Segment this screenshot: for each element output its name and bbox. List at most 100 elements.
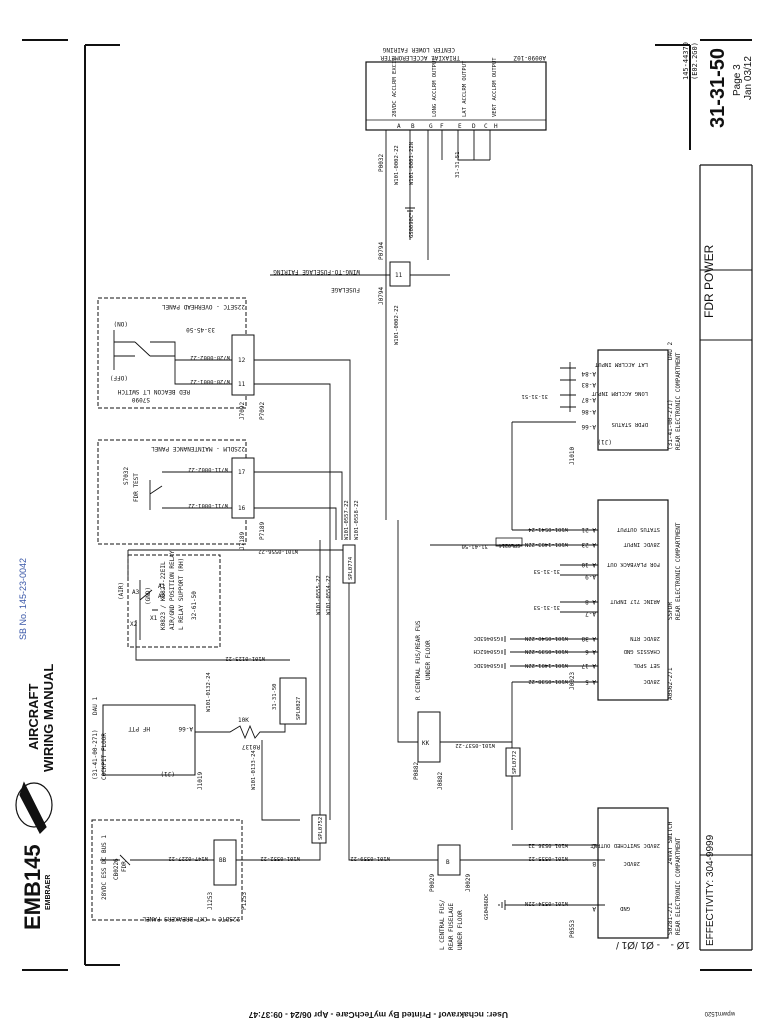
doc-code-2: (E02.2G0) bbox=[691, 42, 699, 80]
accel-ref: 31-31-51 bbox=[455, 152, 461, 179]
cockpit-dau: DAU 1 (31-41-00-271) COCKPIT FLOOR HF PT… bbox=[92, 672, 307, 821]
dau2-row-1-label: LAT ACCLRM INPUT bbox=[594, 361, 648, 367]
accel-pin-f: F bbox=[440, 123, 444, 130]
ssfdr-row-7-ground: GS0463DC bbox=[474, 635, 501, 641]
maintenance-conn-j: J7189 bbox=[239, 532, 246, 550]
relay-wire: W101-0123-22 bbox=[225, 655, 265, 661]
overhead-ref: 33-45-50 bbox=[186, 326, 215, 333]
accel-connector: P0032 bbox=[378, 154, 385, 172]
accel-pin-g: G bbox=[429, 123, 433, 130]
brand-logo-text: EMB145 bbox=[20, 844, 45, 930]
dau2-row-2-pin: A-83 bbox=[581, 381, 596, 388]
dau2-row-1-pin: A-84 bbox=[581, 370, 596, 377]
cockpit-title: (31-41-00-271) bbox=[92, 729, 99, 780]
accel-title: TRIAXIAL ACCELEROMETER bbox=[380, 54, 460, 61]
breakers-splice: SPL0752 bbox=[318, 817, 324, 840]
breakers-bus: 28VDC ESS DC BUS 1 bbox=[101, 835, 108, 900]
ssfdr-row-8-label: CHASSIS GND bbox=[624, 648, 660, 654]
ssfdr-row-7-pin: A-38 bbox=[581, 635, 596, 642]
dau2-row-3-label: LONG ACCLRM INPUT bbox=[591, 390, 648, 396]
accel-signal-3: LAT ACCLRM OUTPUT bbox=[462, 60, 468, 117]
maintenance-panel: 22SDLM - MAINTENANCE PANEL S7032 FDR TES… bbox=[97, 439, 343, 550]
accel-part: A0090-10Z bbox=[513, 54, 546, 61]
dau2-row-5-label: DFDR STATUS bbox=[612, 421, 648, 427]
ssfdr-row-4-pin: A-9 bbox=[585, 573, 596, 580]
overhead-switch-id: S7090 bbox=[132, 396, 150, 403]
accel-ground: GS0090C bbox=[409, 215, 415, 238]
central-label-2: UNDER FLOOR bbox=[425, 640, 432, 680]
ssfdr-unit: SSFDR A0562-271 REAR ELECTRONIC COMPARTM… bbox=[430, 499, 682, 830]
effectivity: EFFECTIVITY: 304-9999 bbox=[705, 834, 716, 946]
chapter-number: 31-31-50 bbox=[707, 48, 729, 128]
cockpit-wire-1: W101-0132-24 bbox=[206, 672, 212, 712]
ssfdr-row-5-ref: 31-31-53 bbox=[534, 604, 561, 610]
ssfdr-title: SSFDR bbox=[667, 602, 674, 620]
dau2-row-5-pin: A-66 bbox=[581, 423, 596, 430]
overhead-panel: 22SETC - OVERHEAD PANEL 33-45-50 RED BEA… bbox=[97, 297, 351, 540]
hswitch-row-3-pin: A bbox=[592, 905, 596, 912]
accel-pin-h: H bbox=[494, 123, 498, 130]
breakers-wire-2: W101-0552-22 bbox=[260, 855, 300, 861]
ssfdr-row-9-pin: A-17 bbox=[581, 662, 596, 669]
ssfdr-row-2-wire: W101-1403-22N bbox=[525, 541, 568, 547]
ssfdr-row-10-wire: W101-0538-22 bbox=[528, 678, 568, 684]
trunk-wire-3: W101-0556-22 bbox=[258, 548, 298, 554]
dau2-part: (31-41-00-271) bbox=[667, 399, 674, 450]
hswitch-location: REAR ELECTRONIC COMPARTMENT bbox=[675, 837, 682, 935]
relay-pin-a1: A1 bbox=[158, 583, 166, 590]
accel-wire-1: W101-0002-22 bbox=[394, 145, 400, 185]
overhead-pin-12: 12 bbox=[238, 357, 246, 364]
wing-wire: W101-0002-22 bbox=[394, 305, 400, 345]
brand-block: EMB145 EMBRAER AIRCRAFT WIRING MANUAL bbox=[15, 664, 56, 930]
ssfdr-row-10-label: 28VDC bbox=[643, 678, 660, 684]
hswitch-splice: SPL0772 bbox=[512, 751, 518, 774]
sb-number: SB No. 145-23-0042 bbox=[18, 558, 28, 640]
lcentral-ground: GS0486DC bbox=[484, 894, 490, 921]
accel-signal-2: LONG ACCLRM OUTPUT bbox=[432, 57, 438, 117]
wing-fuselage-interface: 11 WING-TO-FUSELAGE FAIRING FUSELAGE P07… bbox=[270, 242, 450, 345]
accel-signal-1: 28VDC ACCLRM EXCIT bbox=[392, 57, 398, 117]
dau2-row-4-pin: A-86 bbox=[581, 408, 596, 415]
cockpit-wire-2: W101-0133-24 bbox=[251, 750, 257, 790]
accel-subtitle: CENTER LOWER FAIRING bbox=[382, 46, 455, 53]
ssfdr-location: REAR ELECTRONIC COMPARTMENT bbox=[675, 522, 682, 620]
wing-pin: 11 bbox=[395, 272, 403, 279]
wing-conn-top: P0794 bbox=[378, 242, 385, 260]
airgnd-relay: K0823 / K0827-22EIL AIR/GND POSITION REL… bbox=[118, 550, 290, 661]
breakers-cb: CB0226 bbox=[113, 858, 120, 880]
accel-pin-b: B bbox=[411, 123, 415, 130]
maintenance-switch-name: FDR TEST bbox=[133, 473, 140, 502]
central-fus-connector: R CENTRAL FUS/REAR FUS UNDER FLOOR KK P0… bbox=[397, 520, 512, 790]
ssfdr-row-1-label: STATUS OUTPUT bbox=[616, 526, 660, 532]
io-mark-2: - Ø1 / bbox=[635, 939, 660, 950]
hswitch-part: S0281-271 bbox=[667, 902, 674, 935]
cockpit-conn: J1019 bbox=[197, 772, 204, 790]
ssfdr-row-8-wire: W101-0539-22N bbox=[525, 648, 568, 654]
cockpit-resistor-value: 10K bbox=[238, 717, 249, 724]
sheet-id: wpwm1520 bbox=[704, 1010, 736, 1016]
relay-pin-x1: X1 bbox=[150, 615, 158, 622]
lcentral-conn-bot: J0029 bbox=[465, 874, 472, 892]
ssfdr-row-8-pin: A-6 bbox=[585, 648, 596, 655]
wing-conn-bot: J0794 bbox=[378, 287, 385, 305]
manual-line-2: WIRING MANUAL bbox=[41, 664, 56, 772]
breakers-panel: 22SDTC - CKT BREAKERS PANEL 28VDC ESS DC… bbox=[91, 814, 327, 922]
cockpit-resistor: R0137 bbox=[242, 743, 260, 750]
overhead-title: 22SETC - OVERHEAD PANEL bbox=[162, 303, 245, 310]
accel-pin-d: D bbox=[472, 123, 476, 130]
hswitch-title: 24VAT SWITCH bbox=[667, 821, 674, 865]
accel-pin-a: A bbox=[397, 123, 401, 130]
dau2-location: REAR ELECTRONIC COMPARTMENT bbox=[675, 352, 682, 450]
cockpit-unit: DAU 1 bbox=[92, 697, 99, 715]
cockpit-signal: HF PTT bbox=[128, 725, 150, 732]
relay-desc-2: L RELAY SUPPORT (RH) bbox=[178, 558, 185, 630]
io-mark-1: 1Ø - bbox=[671, 939, 690, 950]
ssfdr-row-9-wire: W101-1401-22N bbox=[525, 662, 568, 668]
relay-desc-1: AIR/GND POSITION RELAY bbox=[169, 550, 176, 630]
ssfdr-row-9-ground: GS0463DC bbox=[474, 662, 501, 668]
relay-pin-x2: X2 bbox=[130, 621, 138, 628]
accel-pin-c: C bbox=[484, 123, 488, 130]
relay-gnd: (GND) bbox=[145, 587, 152, 605]
hswitch-row-3-label: GND bbox=[620, 905, 630, 911]
overhead-off: (OFF) bbox=[110, 374, 128, 381]
